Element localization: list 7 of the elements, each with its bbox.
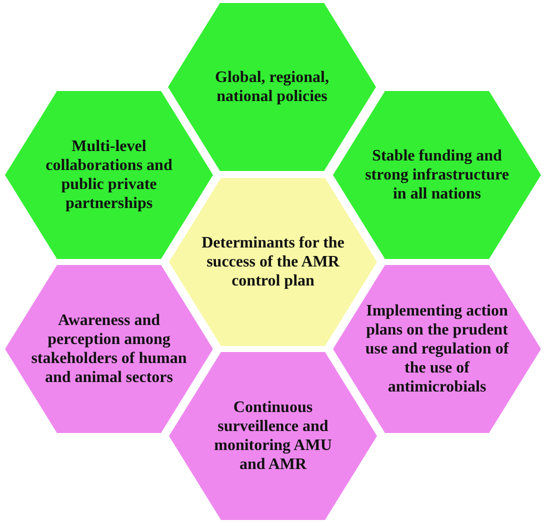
hexagon-label: Implementing action plans on the prudent use and regulation of the use of antimicrobials	[364, 302, 510, 396]
hexagon-label: Determinants for the success of the AMR control plan	[200, 234, 346, 290]
hexagon-label: Awareness and perception among stakeholders of human and animal sectors	[30, 311, 188, 387]
hexagon-label: Continuous surveillence and monitoring AMU and AMR	[213, 398, 333, 474]
hexagon-label: Multi-level collaborations and public private partnerships	[44, 137, 174, 213]
hexagon-label: Stable funding and strong infrastructure in all nations	[364, 146, 510, 204]
hexagon-label: Global, regional, national policies	[214, 68, 330, 106]
